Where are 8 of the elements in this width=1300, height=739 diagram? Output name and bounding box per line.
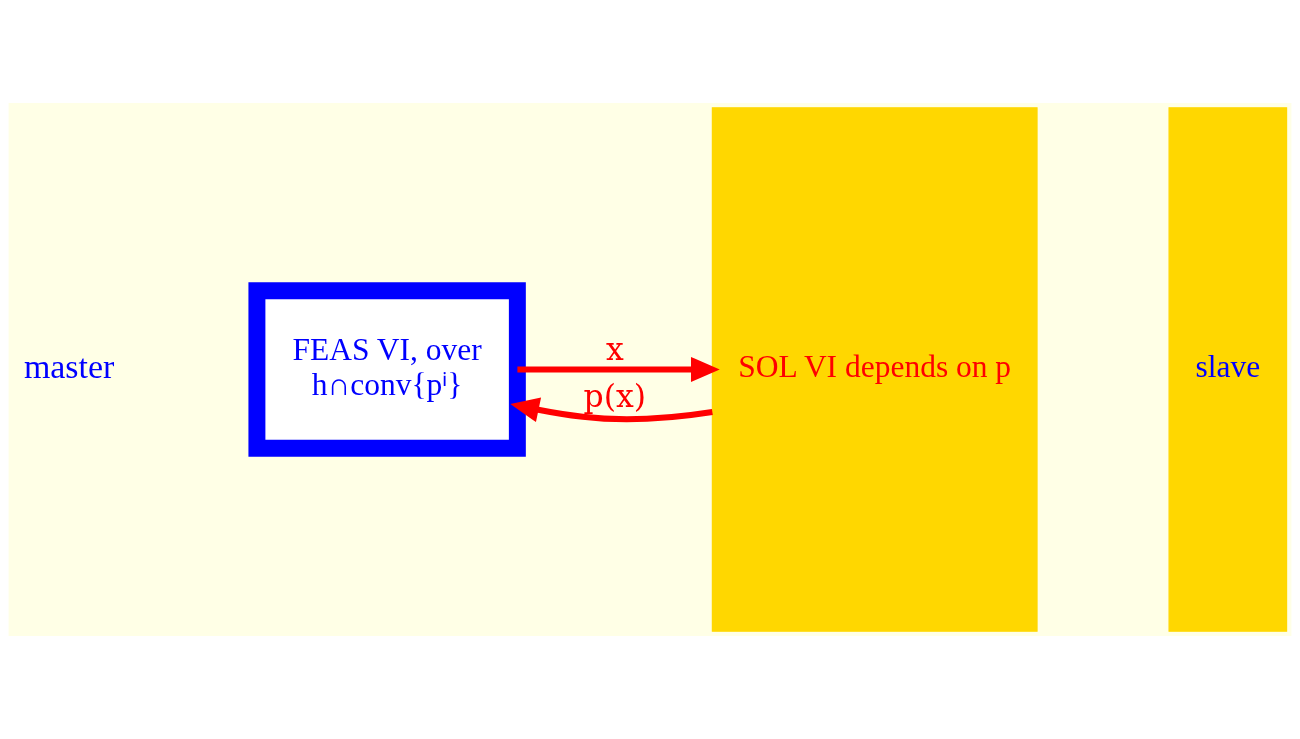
node-box: FEAS VI, over h∩conv{pⁱ} [248,282,526,457]
edge-label: x [605,330,624,367]
node-box: SOL VI depends on p [711,107,1038,632]
edge-label: p(x) [583,377,647,414]
arrow [517,356,720,383]
node-box: slave [1168,107,1288,632]
label: master [23,347,115,385]
arrow [510,397,713,423]
